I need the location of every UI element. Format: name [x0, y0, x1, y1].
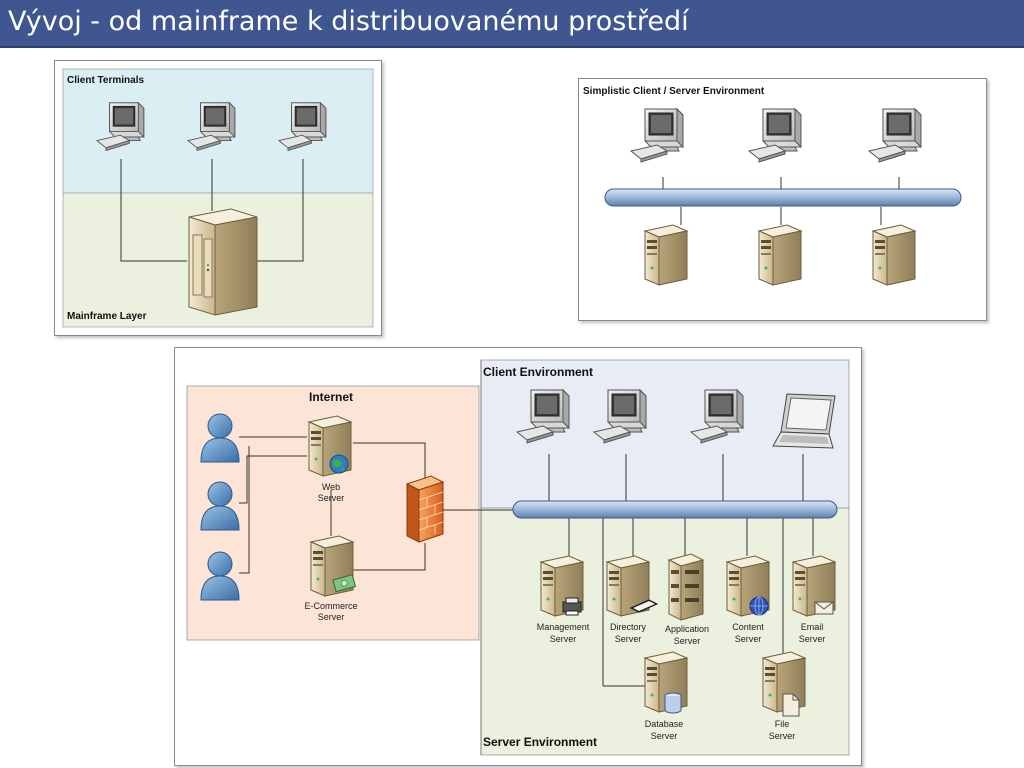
network-bus — [512, 500, 838, 519]
slide-title: Vývoj - od mainframe k distribuovanému p… — [8, 6, 689, 37]
email-server-label-2: Server — [799, 634, 826, 644]
management-server-label-2: Server — [550, 634, 577, 644]
management-server-label-1: Management — [537, 622, 590, 632]
firewall-icon — [405, 475, 445, 543]
client-pc-icon — [868, 108, 922, 163]
printer-icon — [562, 597, 582, 616]
server-icon — [872, 224, 916, 286]
laptop-icon — [772, 393, 836, 449]
mainframe-icon — [188, 208, 258, 316]
server-environment-label: Server Environment — [483, 735, 597, 749]
file-server-label-2: Server — [769, 731, 796, 741]
database-server-label-1: Database — [645, 719, 684, 729]
mainframe-diagram: Client Terminals Mainframe Layer — [54, 60, 382, 336]
database-server-label-2: Server — [651, 731, 678, 741]
ecommerce-label-2: Server — [318, 612, 345, 622]
client-server-label: Simplistic Client / Server Environment — [583, 86, 765, 97]
slide-title-bar: Vývoj - od mainframe k distribuovanému p… — [0, 0, 1024, 48]
content-server-label-1: Content — [732, 622, 764, 632]
network-bus — [604, 188, 962, 207]
directory-server-label-2: Server — [615, 634, 642, 644]
server-icon — [758, 224, 802, 286]
application-server-icon — [667, 553, 705, 621]
content-server-label-2: Server — [735, 634, 762, 644]
server-icon — [644, 224, 688, 286]
application-server-label-1: Application — [665, 624, 709, 634]
mainframe-layer-label: Mainframe Layer — [67, 311, 147, 322]
directory-server-label-1: Directory — [610, 622, 647, 632]
globe-icon — [749, 596, 769, 616]
book-icon — [629, 599, 659, 613]
web-server-label-1: Web — [322, 482, 340, 492]
client-environment-label: Client Environment — [483, 365, 593, 379]
email-server-label-1: Email — [801, 622, 824, 632]
distributed-diagram: Internet Client Environment Server Envir… — [174, 347, 862, 766]
ecommerce-label-1: E-Commerce — [304, 601, 357, 611]
internet-label: Internet — [309, 390, 353, 404]
money-icon — [332, 574, 357, 593]
file-icon — [782, 693, 800, 717]
client-server-diagram: Simplistic Client / Server Environment — [578, 78, 987, 321]
application-server-label-2: Server — [674, 636, 701, 646]
client-terminals-label: Client Terminals — [67, 75, 144, 86]
web-server-label-2: Server — [318, 493, 345, 503]
globe-icon — [329, 454, 349, 474]
database-icon — [664, 692, 682, 714]
client-pc-icon — [748, 108, 802, 163]
envelope-icon — [814, 601, 834, 615]
client-pc-icon — [630, 108, 684, 163]
file-server-label-1: File — [775, 719, 790, 729]
